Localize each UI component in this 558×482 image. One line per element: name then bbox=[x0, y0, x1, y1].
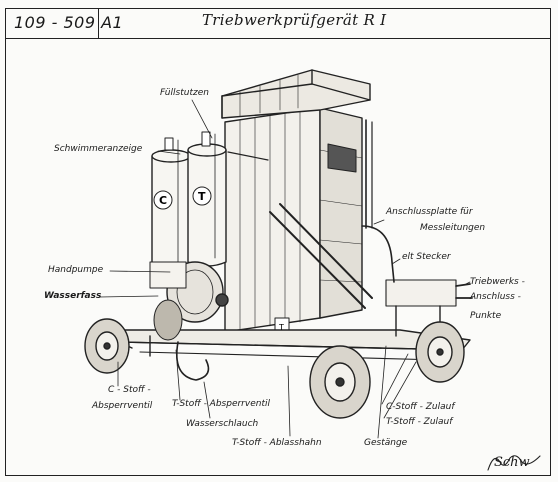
fuel-tanks bbox=[151, 131, 227, 271]
signature: Schw bbox=[494, 455, 530, 470]
label-elt-stecker: elt Stecker bbox=[402, 252, 451, 262]
label-c-stoff-line1: C - Stoff - bbox=[108, 385, 151, 395]
label-triebwerks-line3: Punkte bbox=[470, 311, 502, 321]
label-fuellstutzen: Füllstutzen bbox=[160, 88, 209, 98]
label-schwimmeranzeige: Schwimmeranzeige bbox=[54, 144, 143, 154]
cabinet-bracing bbox=[227, 151, 373, 309]
signature-stroke bbox=[487, 455, 541, 471]
label-t-stoff-zulauf: T-Stoff - Zulauf bbox=[386, 417, 453, 427]
water-barrel bbox=[149, 261, 229, 323]
label-c-stoff-zulauf: C-Stoff - Zulauf bbox=[386, 402, 455, 412]
label-wasserschlauch: Wasserschlauch bbox=[186, 419, 259, 429]
document-number: 109 - 509 A1 bbox=[14, 13, 124, 32]
cabinet bbox=[221, 69, 371, 335]
drawing-title: Triebwerkprüfgerät R I bbox=[202, 11, 387, 29]
drawing-frame bbox=[5, 8, 551, 476]
label-anschlussplatte-line1: Anschlussplatte für bbox=[386, 207, 473, 217]
cabinet-hatch-letter: T bbox=[278, 323, 284, 332]
water-hose bbox=[176, 341, 210, 381]
label-triebwerks-line1: Triebwerks - bbox=[470, 277, 525, 287]
tank-c-letter: C bbox=[159, 194, 167, 207]
label-gestaenge: Gestänge bbox=[364, 438, 408, 448]
label-wasserfass: Wasserfass bbox=[44, 291, 102, 301]
label-handpumpe: Handpumpe bbox=[48, 265, 104, 275]
label-t-stoff-ablasshahn: T-Stoff - Ablasshahn bbox=[232, 438, 322, 448]
leader-lines bbox=[99, 99, 471, 439]
title-block-divider bbox=[98, 8, 99, 38]
title-block-rule bbox=[5, 38, 551, 39]
tank-t-letter: T bbox=[198, 190, 206, 203]
wheels bbox=[84, 299, 465, 419]
label-anschlussplatte-line2: Messleitungen bbox=[420, 223, 486, 233]
label-t-stoff-absperrventil: T-Stoff - Absperrventil bbox=[172, 399, 270, 409]
label-c-stoff-line2: Absperrventil bbox=[92, 401, 153, 411]
label-triebwerks-line2: Anschluss - bbox=[470, 292, 521, 302]
